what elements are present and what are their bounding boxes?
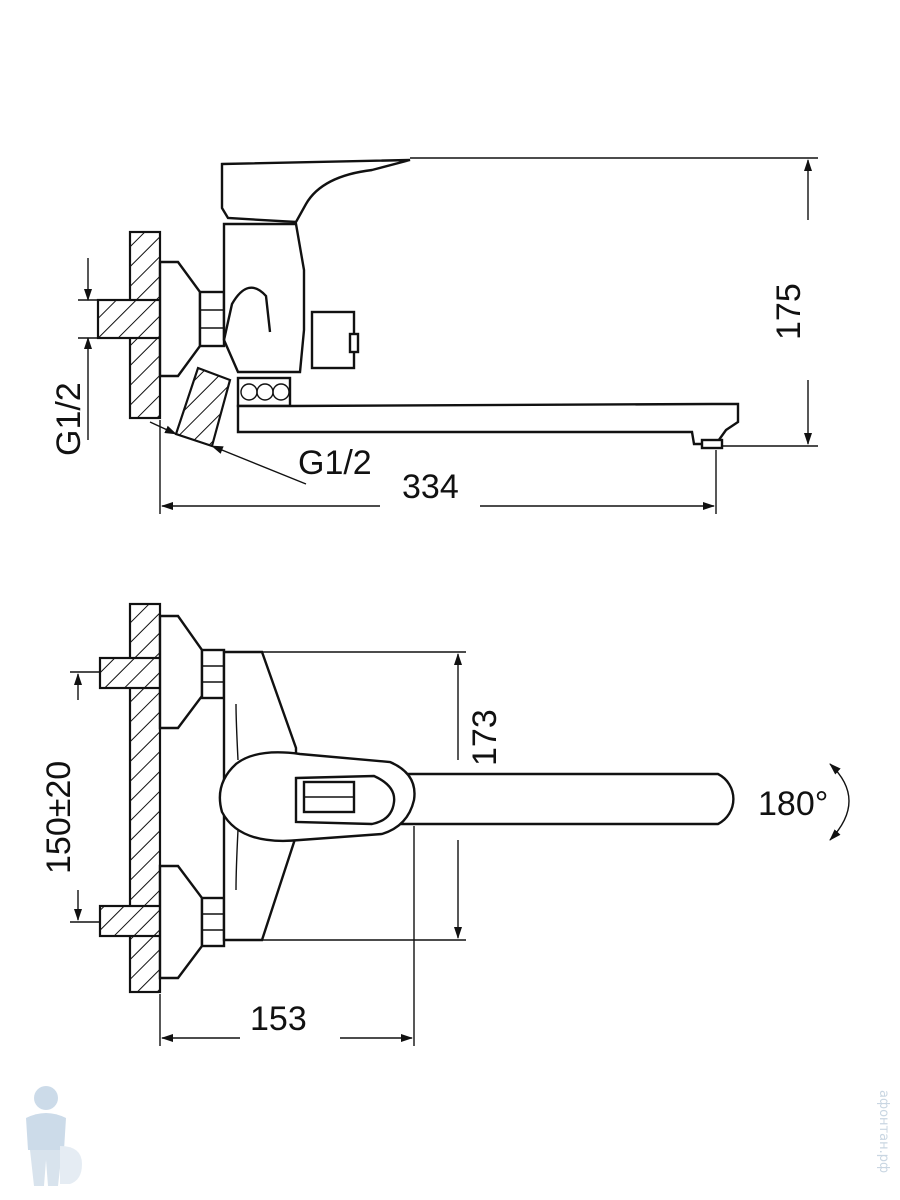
side-mixer-body	[222, 222, 306, 374]
side-swivel-ring	[236, 376, 292, 408]
side-spout	[236, 402, 740, 446]
rotation-arc	[829, 763, 850, 841]
length-dim-334: 334	[402, 468, 459, 506]
depth-dim: 153	[250, 1000, 307, 1038]
front-spout	[398, 772, 735, 826]
side-diverter-button	[310, 310, 356, 370]
front-hex-nut-bottom	[200, 896, 226, 948]
thread-label-angled: G1/2	[298, 444, 372, 482]
side-escutcheon	[158, 260, 202, 378]
thread-label-vertical: G1/2	[50, 382, 88, 456]
height-dim-175: 175	[770, 283, 808, 340]
side-angled-inlet	[174, 366, 232, 448]
front-escutcheon-top	[158, 614, 204, 730]
front-view: 150±20 173 153 180°	[40, 602, 850, 1046]
watermark-text: афонтан.рф	[876, 1090, 891, 1173]
side-inlet-pipe	[96, 298, 164, 340]
rotation-label: 180°	[758, 785, 828, 823]
plumber-mascot-icon	[26, 1086, 82, 1186]
side-lever-handle	[220, 158, 411, 224]
side-view: G1/2 G1/2 175 334	[50, 157, 818, 514]
body-height-dim: 173	[466, 709, 504, 766]
front-escutcheon-bottom	[158, 864, 204, 980]
side-u-connector	[222, 286, 272, 341]
front-inlet-pipe-top	[98, 656, 164, 690]
mount-spacing-dim: 150±20	[40, 761, 78, 874]
front-hex-nut-top	[200, 648, 226, 700]
front-inlet-pipe-bottom	[98, 904, 164, 938]
side-aerator	[700, 438, 724, 450]
side-hex-nut	[198, 290, 226, 348]
